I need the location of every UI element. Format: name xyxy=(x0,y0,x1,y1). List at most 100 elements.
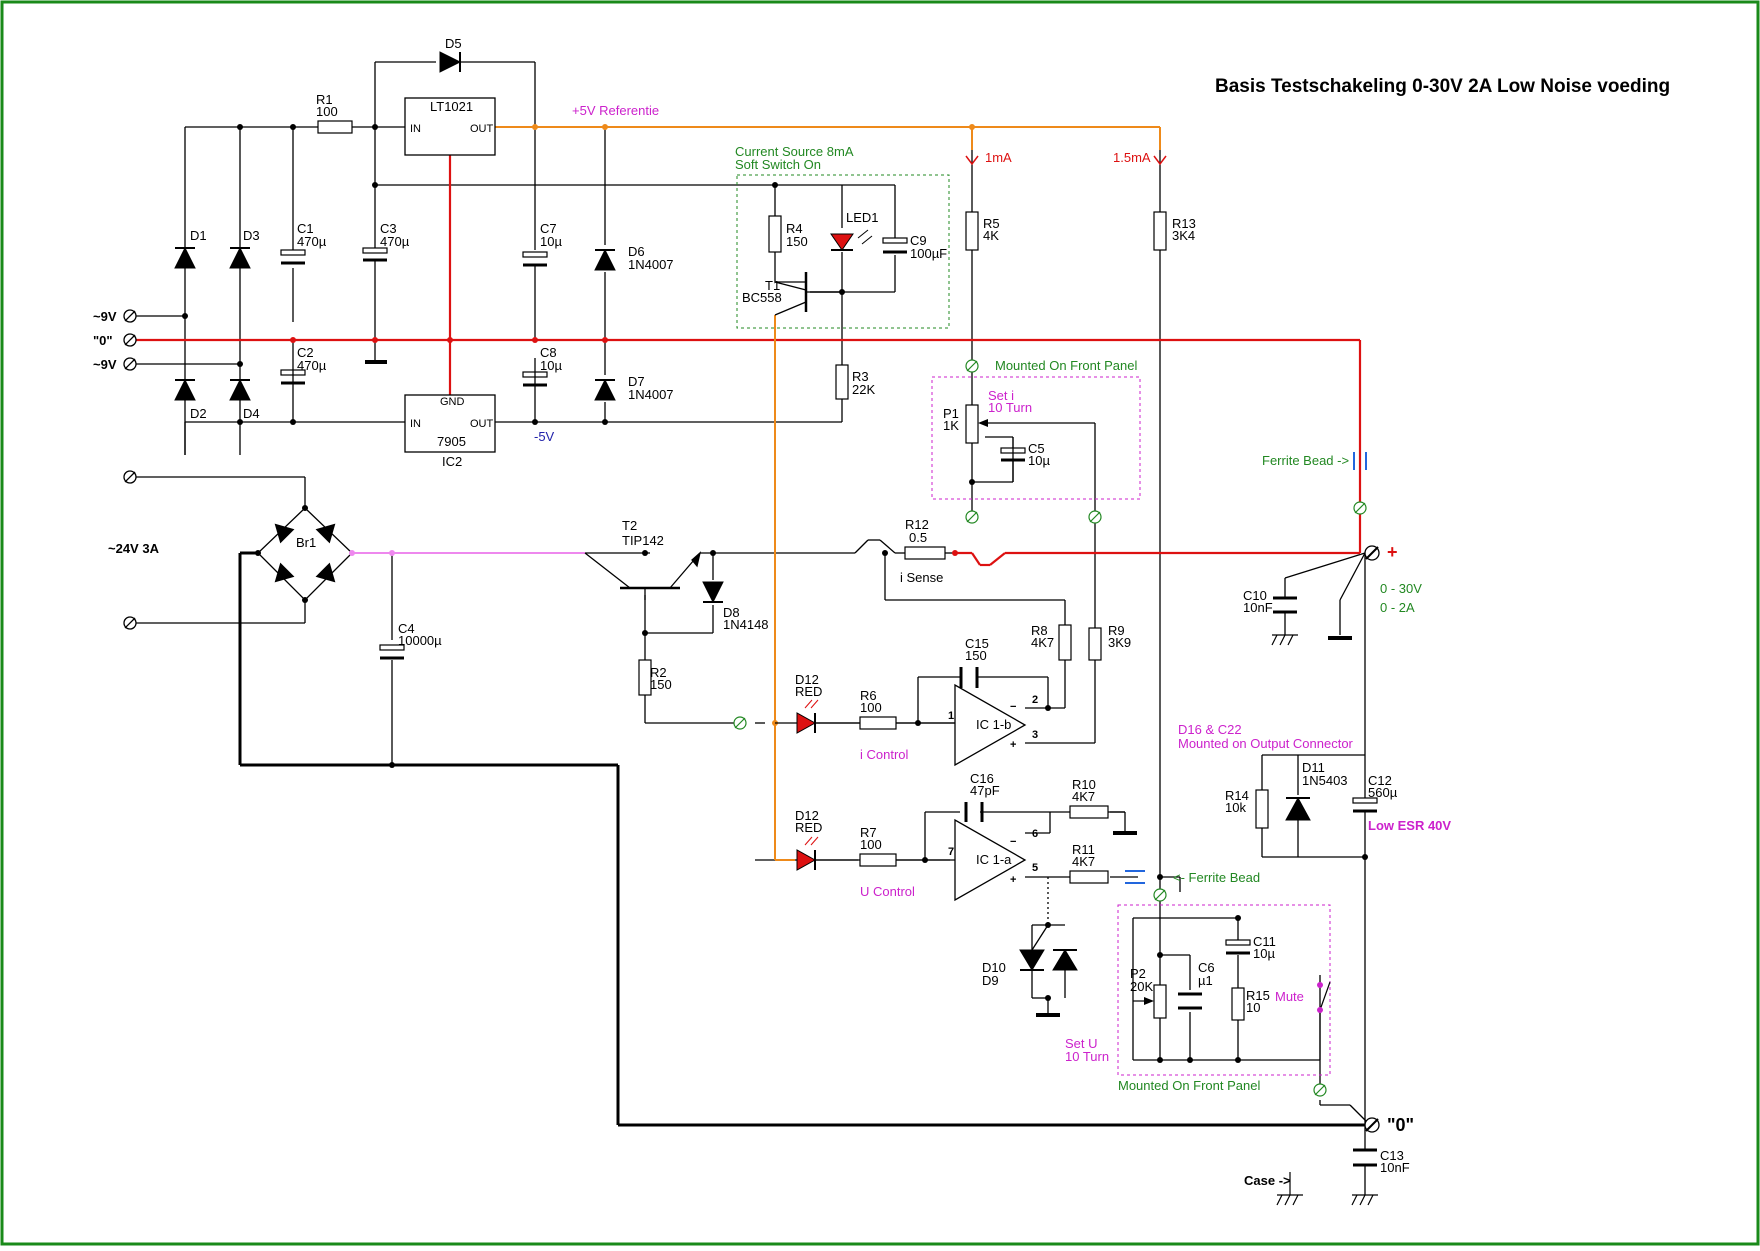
mute-switch[interactable] xyxy=(1317,981,1331,1060)
ref-c12: C12 xyxy=(1368,773,1392,788)
ref-7905: 7905 xyxy=(437,434,466,449)
ic-lt1021 xyxy=(404,97,496,156)
ref-d12a: D12 xyxy=(795,672,819,687)
val-p1: 1K xyxy=(943,418,959,433)
ref-p1: P1 xyxy=(943,406,959,421)
ref-d9: D9 xyxy=(982,973,999,988)
label-irange: 0 - 2A xyxy=(1380,600,1415,615)
val-c15: 150 xyxy=(965,648,987,663)
ref-r11: R11 xyxy=(1072,842,1095,857)
cap-c13 xyxy=(1353,1148,1377,1167)
terminals xyxy=(123,309,1380,1133)
diode-d11 xyxy=(1285,796,1311,821)
label-ref: +5V Referentie xyxy=(572,103,659,118)
cap-c11 xyxy=(1225,939,1251,955)
ferrite-bead-1 xyxy=(1353,452,1367,470)
junctions xyxy=(182,124,1368,1063)
ref-ic1b: IC 1-b xyxy=(976,717,1011,732)
label-ucontrol: U Control xyxy=(860,884,915,899)
pin-7905-gnd: GND xyxy=(440,396,465,408)
ref-d4: D4 xyxy=(243,406,260,421)
pin-7905-out: OUT xyxy=(470,418,494,430)
resistor-r12 xyxy=(904,546,946,560)
diode-d7 xyxy=(594,378,616,401)
label-fp1: Mounted On Front Panel xyxy=(995,358,1137,373)
ref-r7: R7 xyxy=(860,825,877,840)
ref-c5: C5 xyxy=(1028,441,1045,456)
val-c16: 47pF xyxy=(970,783,1000,798)
cap-c16 xyxy=(964,802,984,822)
val-c9: 100µF xyxy=(910,246,947,261)
pin-plus-b: + xyxy=(1010,739,1016,751)
label-setu-2: 10 Turn xyxy=(1065,1049,1109,1064)
resistor-r10 xyxy=(1069,805,1109,819)
front-panel-box-2 xyxy=(1117,904,1331,1076)
ground-net xyxy=(130,155,1362,567)
ref-r2: R2 xyxy=(650,665,667,680)
ref-r8: R8 xyxy=(1031,623,1048,638)
val-d7: 1N4007 xyxy=(628,387,674,402)
ref-r14: R14 xyxy=(1225,788,1249,803)
val-c5: 10µ xyxy=(1028,453,1050,468)
ref-c15: C15 xyxy=(965,636,989,651)
current-arrows xyxy=(965,155,1167,166)
ref-d1: D1 xyxy=(190,228,207,243)
label-zero-in: "0" xyxy=(93,333,113,348)
val-r11: 4K7 xyxy=(1072,854,1095,869)
ref-c6: C6 xyxy=(1198,960,1215,975)
label-ac2: ~9V xyxy=(93,357,117,372)
ref-r6: R6 xyxy=(860,688,877,703)
resistor-r3 xyxy=(835,364,849,400)
val-c2: 470µ xyxy=(297,358,327,373)
resistor-r15 xyxy=(1231,987,1245,1021)
val-c7: 10µ xyxy=(540,234,562,249)
val-c1: 470µ xyxy=(297,234,327,249)
terminal-ac2 xyxy=(123,357,137,371)
pin-minus-b: − xyxy=(1010,701,1016,713)
transistor-t1 xyxy=(774,272,842,316)
negative-rail xyxy=(238,553,1365,1127)
pin-1: 1 xyxy=(948,710,954,722)
pot-p1 xyxy=(965,404,979,444)
diode-d10 xyxy=(1019,949,1045,971)
label-outconn-2: Mounted on Output Connector xyxy=(1178,736,1354,751)
ref-ic1a: IC 1-a xyxy=(976,852,1012,867)
ref-c10: C10 xyxy=(1243,588,1267,603)
val-r15: 10 xyxy=(1246,1000,1260,1015)
pin-lt1021-in: IN xyxy=(410,123,421,135)
label-ferrite2: <- Ferrite Bead xyxy=(1173,870,1260,885)
val-r2: 150 xyxy=(650,677,672,692)
terminal-out-zero xyxy=(1364,1117,1380,1133)
cap-c8 xyxy=(522,371,548,387)
diode-d5 xyxy=(439,51,462,73)
cap-c1 xyxy=(280,249,306,265)
ref-r15: R15 xyxy=(1246,988,1270,1003)
ref-c1: C1 xyxy=(297,221,314,236)
cap-c7 xyxy=(522,251,548,267)
label-outconn-1: D16 & C22 xyxy=(1178,722,1242,737)
val-r1: 100 xyxy=(316,104,338,119)
ref-led1: LED1 xyxy=(846,210,879,225)
val-d12b: RED xyxy=(795,820,822,835)
cap-c10 xyxy=(1273,596,1297,614)
label-fp2: Mounted On Front Panel xyxy=(1118,1078,1260,1093)
junctions-orange xyxy=(532,124,975,726)
ref-lt1021: LT1021 xyxy=(430,99,473,114)
label-isense: i Sense xyxy=(900,570,943,585)
pin-3: 3 xyxy=(1032,729,1038,741)
label-ferrite1: Ferrite Bead -> xyxy=(1262,453,1349,468)
val-d12a: RED xyxy=(795,684,822,699)
resistor-r9 xyxy=(1088,627,1102,661)
ref-d5: D5 xyxy=(445,36,462,51)
led-led1 xyxy=(830,229,873,251)
ref-c11: C11 xyxy=(1253,934,1276,949)
pot-p1-wiper xyxy=(978,419,988,427)
val-r12: 0.5 xyxy=(909,530,927,545)
val-r9: 3K9 xyxy=(1108,635,1131,650)
ref-r1: R1 xyxy=(316,92,333,107)
val-r4: 150 xyxy=(786,234,808,249)
cap-c2 xyxy=(280,369,306,385)
val-d8: 1N4148 xyxy=(723,617,769,632)
